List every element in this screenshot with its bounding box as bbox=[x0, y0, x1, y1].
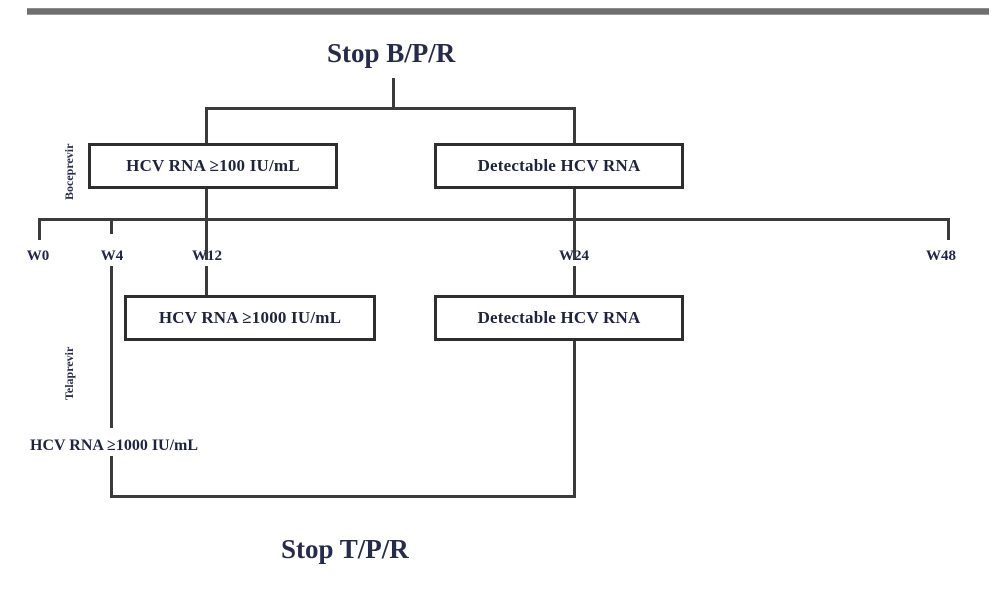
timeline-tick-w48 bbox=[947, 218, 950, 240]
connector-telap-w4-upper bbox=[110, 266, 113, 428]
annotation-telaprevir-w4: HCV RNA ≥1000 IU/mL bbox=[27, 437, 202, 455]
timeline-axis bbox=[38, 218, 950, 221]
connector-tpr-bottom-bracket bbox=[110, 495, 576, 498]
rule-box-telaprevir-w12[interactable]: HCV RNA ≥1000 IU/mL bbox=[124, 295, 376, 341]
connector-telap-w24-to-box bbox=[573, 266, 576, 296]
connector-bpr-bracket-right-drop bbox=[573, 107, 576, 144]
stop-bpr-title: Stop B/P/R bbox=[327, 38, 456, 68]
timeline-tick-w0 bbox=[38, 218, 41, 240]
connector-telap-w4-lower bbox=[110, 456, 113, 498]
connector-bocep-w12-to-axis bbox=[205, 188, 208, 260]
timeline-label-w48: W48 bbox=[926, 248, 956, 264]
arm-label-boceprevir: Boceprevir bbox=[62, 143, 76, 200]
connector-bpr-bracket-left-drop bbox=[205, 107, 208, 144]
rule-box-boceprevir-w12[interactable]: HCV RNA ≥100 IU/mL bbox=[88, 143, 338, 189]
stop-tpr-title: Stop T/P/R bbox=[281, 534, 409, 564]
connector-stop-bpr-stem bbox=[392, 78, 395, 108]
timeline-tick-w4 bbox=[110, 218, 113, 234]
arm-label-telaprevir: Telaprevir bbox=[62, 346, 76, 400]
rule-box-boceprevir-w24[interactable]: Detectable HCV RNA bbox=[434, 143, 684, 189]
connector-bocep-w24-to-axis bbox=[573, 188, 576, 260]
rule-box-telaprevir-w24[interactable]: Detectable HCV RNA bbox=[434, 295, 684, 341]
connector-bpr-bracket bbox=[205, 107, 576, 110]
timeline-label-w24: W24 bbox=[559, 248, 589, 264]
timeline-label-w0: W0 bbox=[26, 248, 50, 264]
timeline-label-w4: W4 bbox=[100, 248, 124, 264]
header-rule bbox=[27, 8, 989, 15]
connector-telap-w12-to-box bbox=[205, 266, 208, 296]
timeline-label-w12: W12 bbox=[192, 248, 222, 264]
connector-telap-w24-down bbox=[573, 340, 576, 498]
